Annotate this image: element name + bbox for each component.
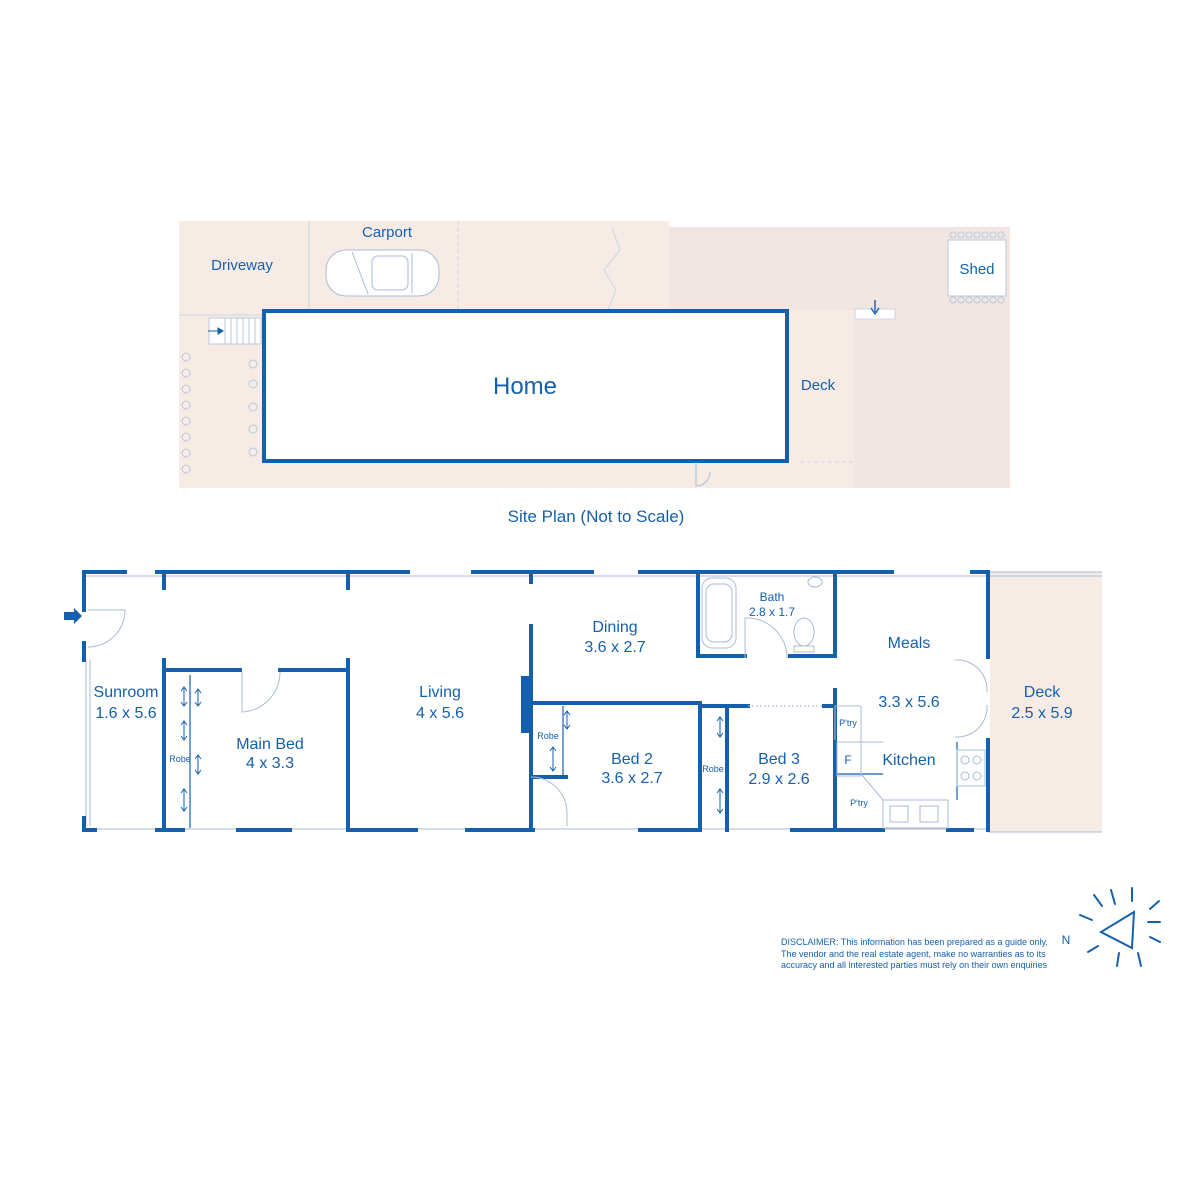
- deck-dims: 2.5 x 5.9: [1011, 705, 1072, 722]
- deck-area: [787, 310, 855, 462]
- walls: [82, 570, 990, 832]
- shed-border-plants-icon: [949, 231, 1005, 304]
- bath-dims: 2.8 x 1.7: [749, 605, 795, 619]
- carport-label: Carport: [362, 224, 413, 241]
- robe-bed3-label: Robe: [702, 764, 724, 774]
- sunroom-dims: 1.6 x 5.6: [95, 705, 156, 722]
- main-bed-dims: 4 x 3.3: [246, 755, 294, 772]
- lot-side-path: [262, 462, 855, 488]
- fireplace: [521, 676, 531, 733]
- bath-fixtures: [701, 576, 823, 653]
- entry-arrow-icon: [208, 327, 224, 335]
- door-swings: [87, 609, 988, 826]
- meals-name: Meals: [888, 635, 931, 652]
- home-label: Home: [493, 373, 557, 400]
- front-steps: [208, 317, 262, 345]
- site-deck-label: Deck: [801, 377, 836, 394]
- shed-outline: [947, 239, 1007, 297]
- shed-label: Shed: [959, 261, 994, 278]
- bed-2-name: Bed 2: [611, 751, 653, 768]
- driveway-label: Driveway: [211, 257, 273, 274]
- kitchen-fixtures: [835, 705, 986, 829]
- living-name: Living: [419, 684, 461, 701]
- floor-plan: Sunroom 1.6 x 5.6 Main Bed 4 x 3.3 Livin…: [64, 570, 1102, 833]
- bed-3-name: Bed 3: [758, 751, 800, 768]
- garden-shrubs-icon: [181, 352, 258, 474]
- robe-main-label: Robe: [169, 754, 191, 764]
- deck-name: Deck: [1024, 684, 1061, 701]
- living-dims: 4 x 5.6: [416, 705, 464, 722]
- compass-north-label: N: [1062, 933, 1071, 947]
- gate-arrow-icon: [870, 300, 880, 316]
- pantry-top-label: P'try: [839, 718, 857, 728]
- site-plan: Driveway Carport Shed Home Deck Site Pla…: [179, 221, 1010, 526]
- lot-rear-yard: [855, 310, 1010, 488]
- meals-dims: 3.3 x 5.6: [878, 694, 939, 711]
- dining-dims: 3.6 x 2.7: [584, 639, 645, 656]
- robe-arrows-icon: [180, 686, 724, 814]
- pantry-bottom-label: P'try: [850, 798, 868, 808]
- fridge-label: F: [844, 753, 851, 767]
- sunroom-name: Sunroom: [94, 684, 159, 701]
- robe-bed2-label: Robe: [537, 731, 559, 741]
- bed-3-dims: 2.9 x 2.6: [748, 771, 809, 788]
- front-entry-arrow-icon: [64, 608, 82, 624]
- bed-2-dims: 3.6 x 2.7: [601, 770, 662, 787]
- compass-icon: [1079, 887, 1161, 967]
- home-outline: [262, 309, 789, 463]
- disclaimer-text: DISCLAIMER: This information has been pr…: [781, 937, 1048, 970]
- kitchen-name: Kitchen: [882, 752, 935, 769]
- dining-name: Dining: [592, 619, 637, 636]
- bath-name: Bath: [760, 590, 785, 604]
- deck-floor: [990, 572, 1102, 832]
- site-plan-caption: Site Plan (Not to Scale): [508, 507, 685, 526]
- car-icon: [325, 249, 440, 297]
- main-bed-name: Main Bed: [236, 736, 304, 753]
- side-door-swing: [695, 462, 711, 487]
